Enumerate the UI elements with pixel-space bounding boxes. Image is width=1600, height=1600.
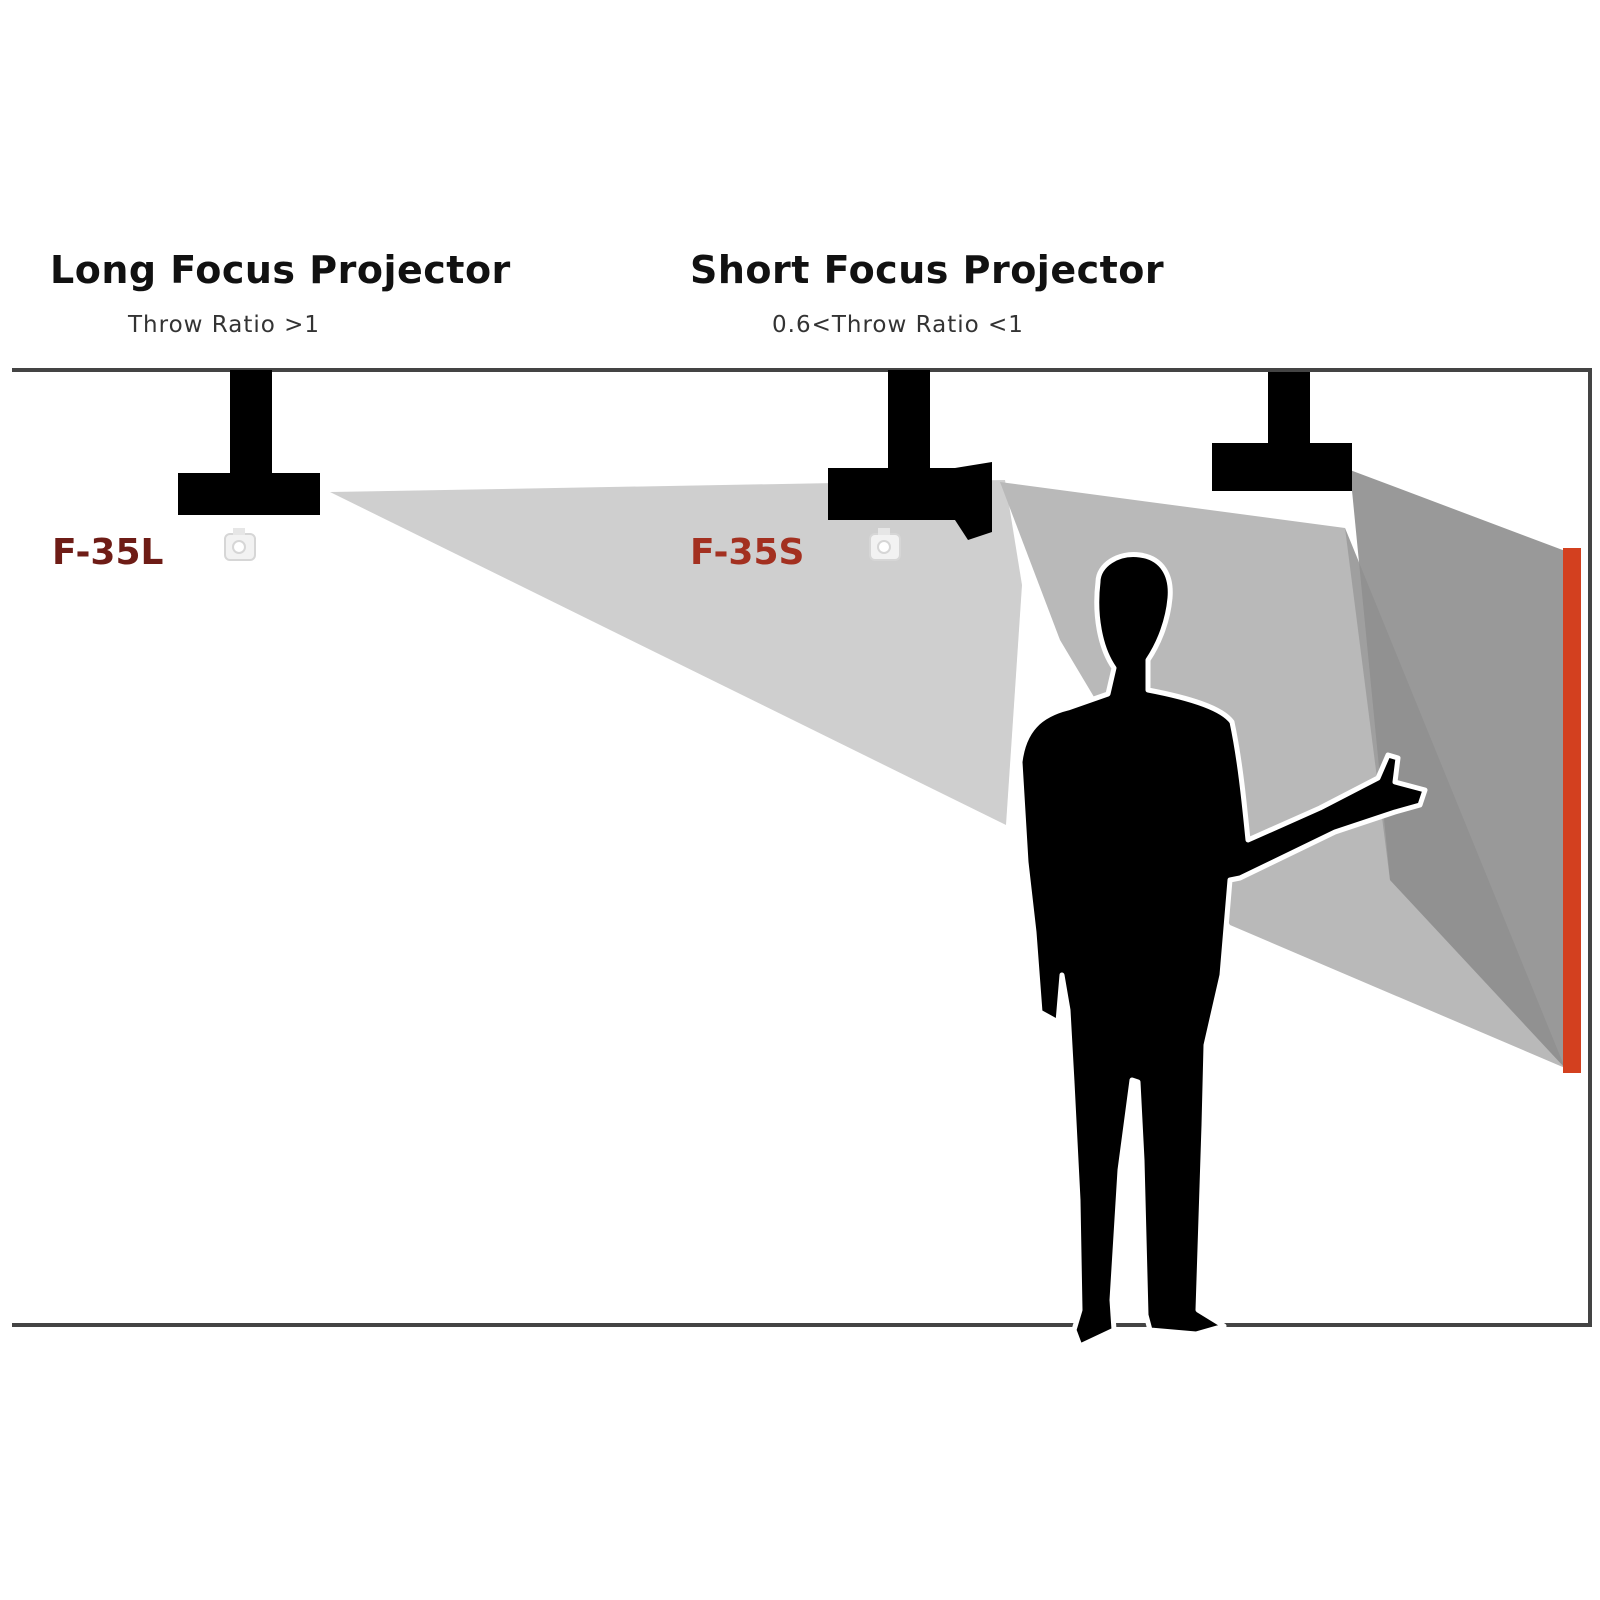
ultra-short-projector-body (1212, 443, 1352, 491)
projector-icon (224, 528, 256, 561)
ultra-short-mount-pole (1268, 372, 1310, 450)
projector-icon (869, 528, 901, 561)
beam-shadow-band (1345, 528, 1565, 1068)
short-focus-model-label: F-35S (690, 532, 805, 573)
short-focus-mount-pole (888, 370, 930, 475)
long-focus-throw-ratio: Throw Ratio >1 (128, 312, 321, 338)
long-focus-title: Long Focus Projector (50, 248, 511, 292)
long-focus-mount-pole (230, 370, 272, 480)
short-focus-projector (828, 370, 992, 540)
short-focus-throw-ratio: 0.6<Throw Ratio <1 (772, 312, 1024, 338)
short-focus-lens (955, 462, 992, 540)
long-focus-projector-body (178, 473, 320, 515)
ultra-short-projector (1212, 372, 1352, 491)
person-silhouette-icon (1017, 552, 1428, 1349)
short-focus-title: Short Focus Projector (690, 248, 1165, 292)
long-focus-model-label: F-35L (52, 532, 164, 573)
room-outline (12, 368, 1592, 1327)
long-focus-projector (178, 370, 320, 515)
long-focus-beam (330, 480, 1022, 825)
projection-screen (1563, 548, 1581, 1073)
short-focus-projector-body (828, 468, 960, 520)
ultra-short-focus-beam (1350, 470, 1568, 1068)
